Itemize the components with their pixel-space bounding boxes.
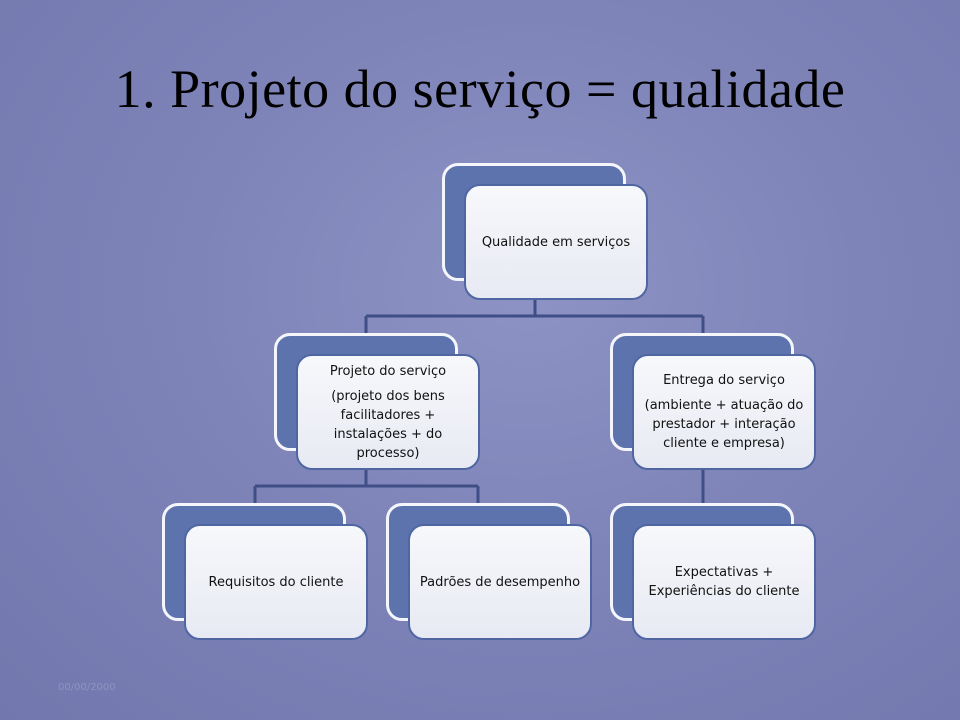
node-front-panel: Projeto do serviço (projeto dos bens fac…	[296, 354, 480, 470]
node-projeto-do-servico: Projeto do serviço (projeto dos bens fac…	[274, 333, 480, 470]
node-label: Entrega do serviço	[663, 373, 785, 388]
node-detail: (ambiente + atuação do prestador + inter…	[644, 398, 804, 451]
node-padroes-de-desempenho: Padrões de desempenho	[386, 503, 592, 640]
node-label: Padrões de desempenho	[419, 574, 581, 590]
footer-date: 00/00/2000	[58, 682, 116, 693]
root-connector	[364, 298, 705, 333]
node-front-panel: Requisitos do cliente	[184, 524, 368, 640]
slide-title: 1. Projeto do serviço = qualidade	[114, 59, 846, 119]
node-front-panel: Entrega do serviço (ambiente + atuação d…	[632, 354, 816, 470]
node-front-panel: Expectativas + Experiências do cliente	[632, 524, 816, 640]
node-front-panel: Padrões de desempenho	[408, 524, 592, 640]
node-label: Requisitos do cliente	[208, 574, 344, 590]
node-label: Expectativas + Experiências do cliente	[648, 565, 800, 599]
node-expectativas-experiencias: Expectativas + Experiências do cliente	[610, 503, 816, 640]
node-front-panel: Qualidade em serviços	[464, 184, 648, 300]
node-entrega-do-servico: Entrega do serviço (ambiente + atuação d…	[610, 333, 816, 470]
node-label: Projeto do serviço	[329, 363, 447, 379]
node-detail: (projeto dos bens facilitadores + instal…	[331, 388, 445, 461]
node-requisitos-do-cliente: Requisitos do cliente	[162, 503, 368, 640]
node-label: Qualidade em serviços	[481, 234, 631, 250]
left-connector	[253, 468, 480, 503]
node-qualidade-em-servicos: Qualidade em serviços	[442, 163, 648, 300]
